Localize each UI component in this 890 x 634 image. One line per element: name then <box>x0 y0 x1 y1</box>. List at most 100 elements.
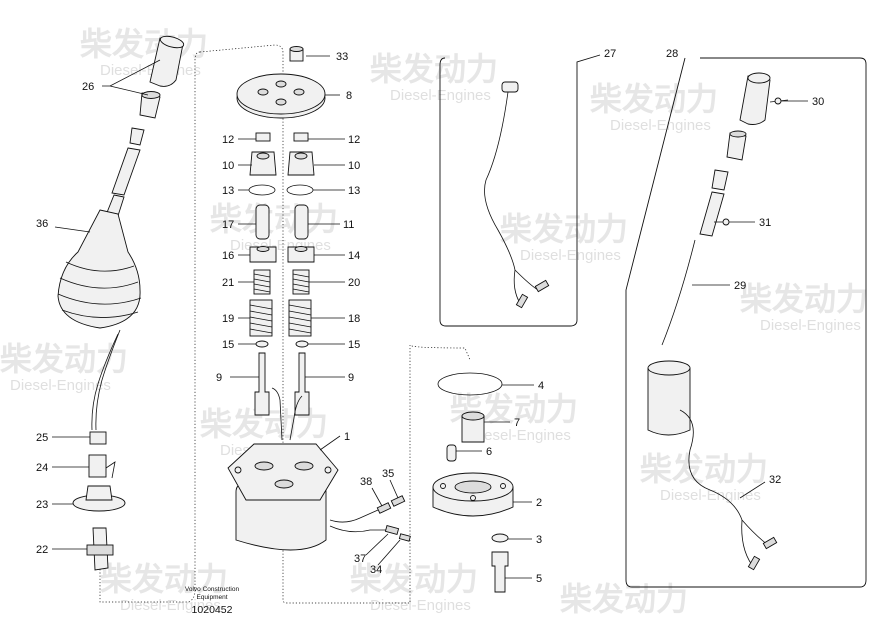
watermark-cn: 柴发动力 <box>590 81 718 117</box>
callout-2: 2 <box>536 497 542 509</box>
oring-13-left <box>248 184 276 196</box>
cable-32-lead <box>741 519 769 546</box>
cable-32-connector <box>762 536 778 550</box>
kit-handle-grip <box>739 75 771 125</box>
kit-shaft <box>699 191 725 237</box>
cable-27-lead <box>514 269 539 291</box>
callout-15-right: 15 <box>348 339 360 351</box>
flange-bolt-hole <box>234 466 242 474</box>
kit-frame-27 <box>439 54 601 327</box>
callout-3: 3 <box>536 534 542 546</box>
seal-12-right <box>293 132 309 142</box>
callout-33: 33 <box>336 51 348 63</box>
boot-fold <box>59 277 139 289</box>
drawing-code: 1020452 <box>192 604 233 616</box>
callout-12-right: 12 <box>348 134 360 146</box>
kit-28-lever <box>647 72 789 571</box>
callout-31: 31 <box>759 217 771 229</box>
callout-27: 27 <box>604 48 616 60</box>
leader-35 <box>389 479 399 499</box>
spring-18 <box>288 299 312 337</box>
watermark-en: Diesel-Engines <box>760 317 861 334</box>
watermark-cn: 柴发动力 <box>80 26 208 62</box>
spring-19-coils <box>249 304 273 334</box>
valve-port <box>274 479 294 489</box>
callout-23: 23 <box>36 499 48 511</box>
callout-numbers: 26 33 8 12 12 10 10 13 13 17 11 16 14 21… <box>36 48 824 585</box>
connector-35 <box>390 495 406 507</box>
drawing-caption: Volvo Construction Equipment 1020452 <box>185 586 240 616</box>
sleeve-wire <box>105 461 116 479</box>
valve-wire <box>271 387 283 441</box>
callout-20: 20 <box>348 277 360 289</box>
callout-32: 32 <box>769 474 781 486</box>
lever-cable-edge <box>91 333 119 431</box>
callout-38: 38 <box>360 476 372 488</box>
watermark-en: Diesel-Engines <box>120 597 221 614</box>
plate-hole <box>293 88 305 96</box>
pin-17 <box>255 204 270 240</box>
callout-29: 29 <box>734 280 746 292</box>
cable-32-connector <box>747 555 761 571</box>
washer-15-right <box>295 340 309 348</box>
cable-27-lead <box>513 269 521 304</box>
callout-34: 34 <box>370 564 382 576</box>
spring-20-coils <box>292 273 310 293</box>
plate-8-top <box>236 73 326 115</box>
callout-35: 35 <box>382 468 394 480</box>
callout-5: 5 <box>536 573 542 585</box>
connector-34 <box>398 533 411 542</box>
cable-27 <box>484 91 516 271</box>
leader-1 <box>319 435 341 451</box>
callout-13-left: 13 <box>222 185 234 197</box>
guide-10-left <box>249 151 277 176</box>
kit-collar <box>711 169 729 191</box>
lever-assembly <box>57 35 185 571</box>
guide-10-right-bore <box>294 152 308 160</box>
flange-bolt-hole <box>324 466 332 474</box>
group-frame-lever <box>99 51 201 603</box>
cable-grommet <box>501 81 519 93</box>
boot-fold <box>61 309 139 318</box>
callout-37: 37 <box>354 553 366 565</box>
spacer-hole <box>500 483 506 489</box>
bush-7-top <box>461 411 485 421</box>
cable-32-lead <box>741 519 753 566</box>
callout-1: 1 <box>344 431 350 443</box>
callout-22: 22 <box>36 544 48 556</box>
watermark-en: Diesel-Engines <box>610 117 711 134</box>
boot-fold <box>65 261 135 272</box>
watermark-cn: 柴发动力 <box>100 561 228 597</box>
harness-wire <box>329 509 379 523</box>
watermark-cn: 柴发动力 <box>350 561 478 597</box>
washer-15-left <box>255 340 269 348</box>
callout-10-left: 10 <box>222 160 234 172</box>
watermark-en: Diesel-Engines <box>10 377 111 394</box>
connector-37 <box>384 524 400 536</box>
callout-4: 4 <box>538 380 544 392</box>
pin-6 <box>446 444 457 462</box>
group-frame-valve <box>199 44 471 604</box>
spool-9-left <box>254 352 270 416</box>
callout-9-right: 9 <box>348 372 354 384</box>
cable-27-connector <box>515 293 529 309</box>
maker-line-1: Volvo Construction <box>185 586 240 593</box>
leader-38 <box>371 487 383 507</box>
watermark-cn: 柴发动力 <box>740 281 868 317</box>
kit-lever-tube <box>661 239 696 346</box>
leader-34 <box>377 539 401 566</box>
watermark-cn: 柴发动力 <box>640 451 768 487</box>
watermark-layer: 柴发动力 Diesel-Engines 柴发动力 Diesel-Engines … <box>0 26 868 617</box>
spring-19 <box>249 299 273 337</box>
pin-11 <box>294 204 309 240</box>
seal-12-left <box>255 132 271 142</box>
spacer-hole <box>470 495 476 501</box>
adapter-parts <box>432 372 514 593</box>
seat-16-bore <box>256 246 270 252</box>
callout-13-right: 13 <box>348 185 360 197</box>
cable-32 <box>679 409 743 521</box>
bolt-5 <box>491 551 509 593</box>
connector-38 <box>376 502 392 514</box>
kit-27-cable <box>484 81 550 309</box>
callout-7: 7 <box>514 417 520 429</box>
